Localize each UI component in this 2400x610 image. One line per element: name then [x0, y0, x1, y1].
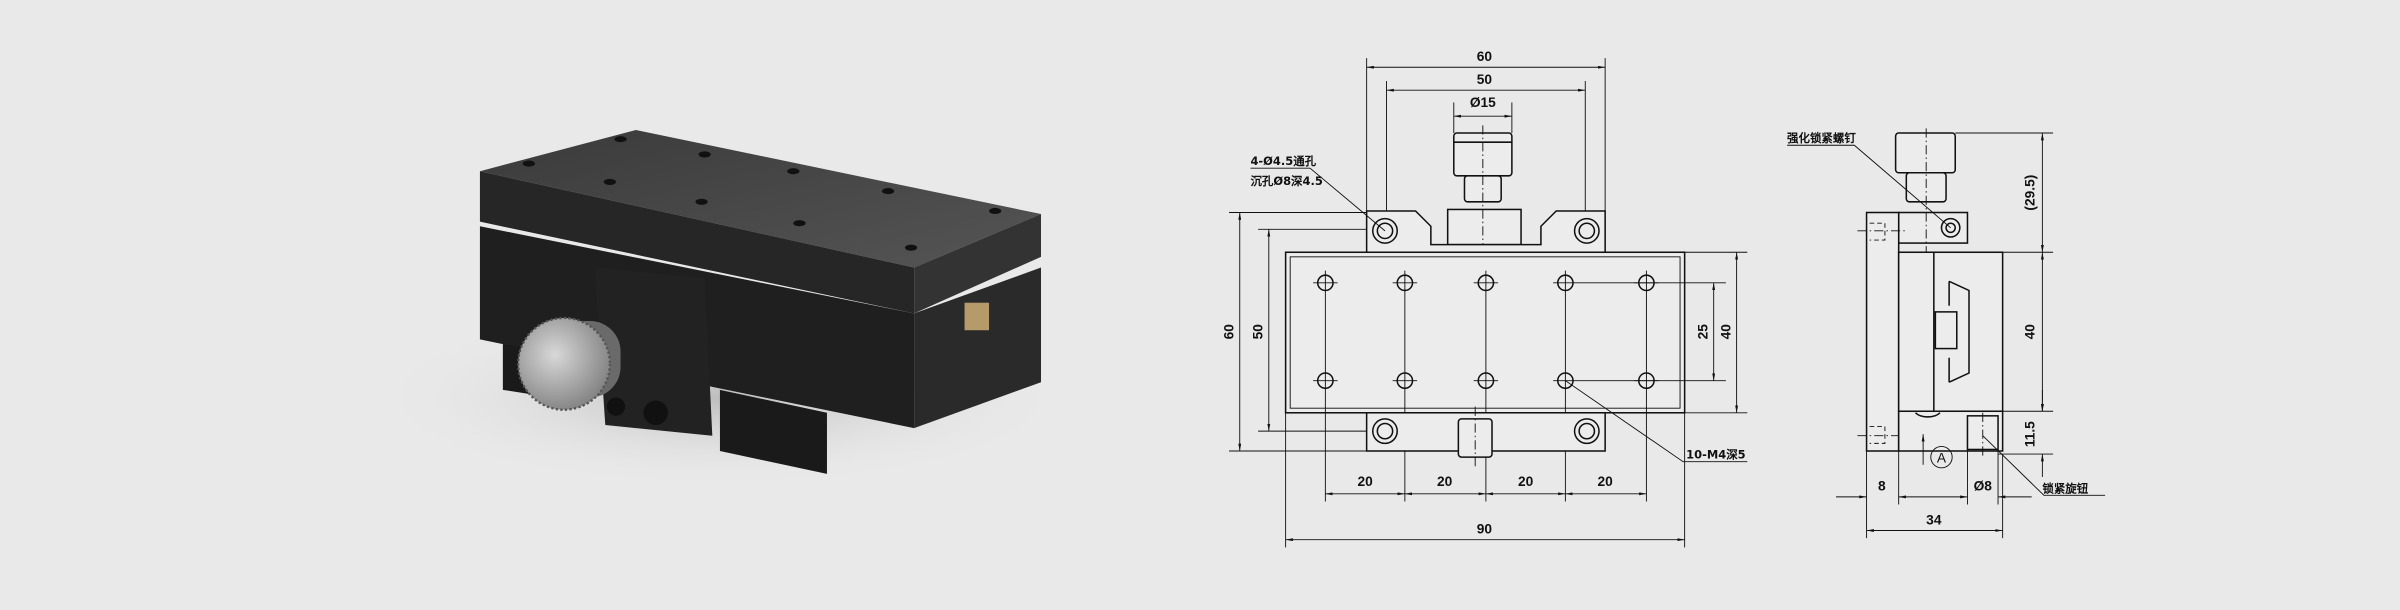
top-plate — [479, 129, 1042, 268]
dim-34: 34 — [1926, 512, 1942, 527]
note-lock-screw: 强化锁紧螺钉 — [1787, 131, 1856, 145]
dim-right-40: 40 — [1719, 324, 1734, 340]
dim-knob-height: (29.5) — [2023, 175, 2038, 211]
view-marker-circle — [1930, 445, 1953, 469]
mount-hole — [1573, 217, 1600, 244]
side-view-drawing: A (29.5) 40 11.5 8 Ø8 34 强化锁紧螺钉 锁紧旋钮 — [1787, 128, 2106, 539]
view-marker: A — [1937, 450, 1947, 465]
dim-side-40: 40 — [2023, 324, 2038, 340]
knurled-knob — [516, 316, 621, 411]
note-counterbore: 沉孔Ø8深4.5 — [1250, 174, 1322, 188]
dim-rail-8: 8 — [1878, 479, 1886, 494]
note-tapped-holes: 10-M4深5 — [1686, 448, 1746, 462]
dim-pitch: 20 — [1437, 474, 1453, 489]
dim-50: 50 — [1477, 72, 1493, 87]
dim-60: 60 — [1477, 49, 1493, 64]
dim-left-60: 60 — [1222, 324, 1237, 340]
tapped-holes — [1313, 270, 1726, 502]
dim-knob-dia: Ø15 — [1470, 95, 1496, 110]
dim-knob-dia-8: Ø8 — [1974, 479, 1993, 494]
dim-pitch: 20 — [1518, 474, 1534, 489]
dim-25: 25 — [1696, 324, 1711, 340]
front-view-drawing: 60 50 Ø15 — [1222, 49, 1748, 548]
dim-90: 90 — [1477, 522, 1493, 537]
dim-pitch: 20 — [1357, 474, 1373, 489]
mount-hole — [1371, 217, 1398, 244]
dim-left-50: 50 — [1251, 324, 1266, 340]
note-mount-holes: 4-Ø4.5通孔 — [1250, 154, 1316, 168]
note-lock-knob: 锁紧旋钮 — [2042, 481, 2088, 495]
product-render — [368, 129, 1072, 490]
dim-pitch: 20 — [1597, 474, 1613, 489]
dim-11-5: 11.5 — [2023, 421, 2038, 447]
